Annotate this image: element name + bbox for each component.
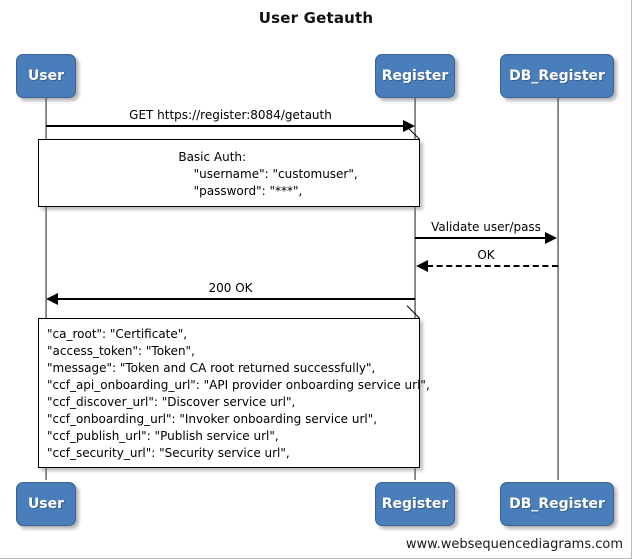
actor-db-register-top-label: DB_Register [509, 68, 605, 84]
actor-user-top-label: User [27, 68, 65, 84]
actor-db-register-bottom[interactable]: DB_Register [500, 482, 614, 526]
note-fold-icon [406, 319, 419, 332]
lifeline-register [414, 98, 416, 480]
actor-user-bottom[interactable]: User [16, 482, 76, 526]
actor-register-top[interactable]: Register [375, 54, 455, 98]
note-fold-icon [406, 140, 419, 153]
message-line-get-getauth [46, 125, 404, 127]
page-title: User Getauth [258, 9, 374, 27]
actor-register-bottom[interactable]: Register [375, 482, 455, 526]
watermark: www.websequencediagrams.com [405, 537, 623, 552]
arrow-head-left-icon [416, 260, 428, 272]
lifeline-db-register [557, 98, 559, 480]
message-label-200-ok: 200 OK [208, 281, 253, 295]
arrow-head-right-icon [403, 120, 415, 132]
actor-register-top-label: Register [381, 68, 449, 84]
actor-user-bottom-label: User [27, 496, 65, 512]
actor-user-top[interactable]: User [16, 54, 76, 98]
message-label-validate-user-pass: Validate user/pass [431, 220, 541, 234]
message-label-get-getauth: GET https://register:8084/getauth [129, 108, 332, 122]
arrow-head-right-icon [545, 232, 557, 244]
note-basic-auth: Basic Auth: "username": "customuser", "p… [38, 139, 420, 207]
lifeline-user [45, 98, 47, 480]
message-line-validate-user-pass [415, 237, 546, 239]
note-response-body: "ca_root": "Certificate", "access_token"… [38, 318, 430, 468]
actor-db-register-top[interactable]: DB_Register [500, 54, 614, 98]
actor-register-bottom-label: Register [381, 496, 449, 512]
message-line-200-ok [57, 298, 415, 300]
arrow-head-left-icon [46, 293, 58, 305]
message-label-ok: OK [477, 248, 495, 262]
actor-db-register-bottom-label: DB_Register [509, 496, 605, 512]
note-basic-auth-text: Basic Auth: "username": "customuser", "p… [178, 150, 358, 198]
note-response-body-text: "ca_root": "Certificate", "access_token"… [47, 327, 430, 460]
message-line-ok [427, 265, 558, 267]
